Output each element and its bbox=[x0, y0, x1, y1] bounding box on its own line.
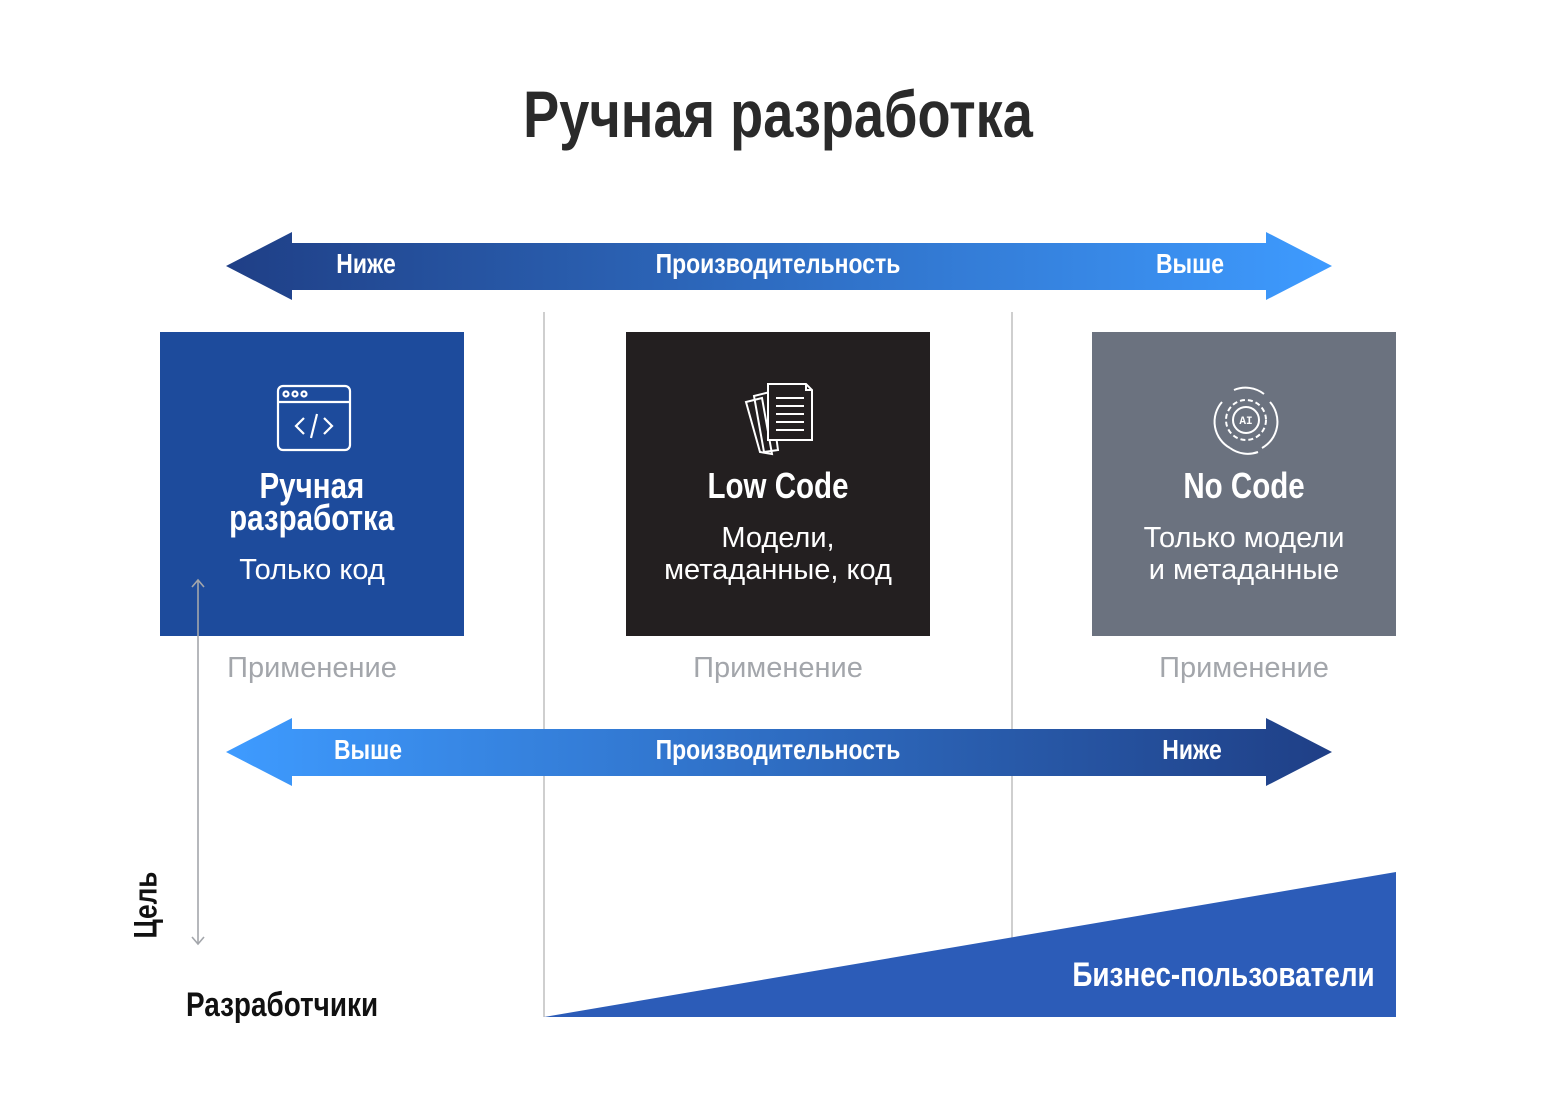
goal-axis-label: Цель bbox=[127, 871, 164, 939]
business-users-label: Бизнес-пользователи bbox=[1072, 956, 1375, 994]
apply-label-1: Применение bbox=[227, 652, 397, 684]
top-productivity-arrow bbox=[226, 232, 1332, 300]
low-code-box: Low Code Модели,метаданные, код bbox=[626, 332, 930, 636]
apply-label-2: Применение bbox=[693, 652, 863, 684]
bottom-arrow-right-label: Ниже bbox=[1162, 734, 1222, 765]
box-title: No Code bbox=[1183, 465, 1305, 506]
bottom-arrow-center-label: Производительность bbox=[655, 734, 901, 765]
goal-axis-arrow bbox=[191, 578, 205, 946]
top-arrow-right-label: Выше bbox=[1155, 248, 1225, 279]
documents-icon bbox=[744, 383, 813, 456]
bottom-productivity-arrow bbox=[226, 718, 1332, 786]
page-title: Ручная разработка bbox=[523, 77, 1033, 151]
code-window-icon bbox=[276, 384, 352, 452]
business-users-triangle bbox=[544, 872, 1396, 1017]
svg-text:AI: AI bbox=[1239, 416, 1252, 428]
box-subtitle: Только код bbox=[239, 554, 385, 586]
box-subtitle: Модели,метаданные, код bbox=[664, 522, 892, 586]
box-title: Low Code bbox=[707, 465, 849, 506]
bottom-arrow-left-label: Выше bbox=[333, 734, 403, 765]
developers-label: Разработчики bbox=[186, 986, 379, 1024]
ai-gear-icon: AI bbox=[1213, 386, 1279, 455]
top-arrow-center-label: Производительность bbox=[655, 248, 901, 279]
top-arrow-left-label: Ниже bbox=[336, 248, 396, 279]
apply-label-3: Применение bbox=[1159, 652, 1329, 684]
